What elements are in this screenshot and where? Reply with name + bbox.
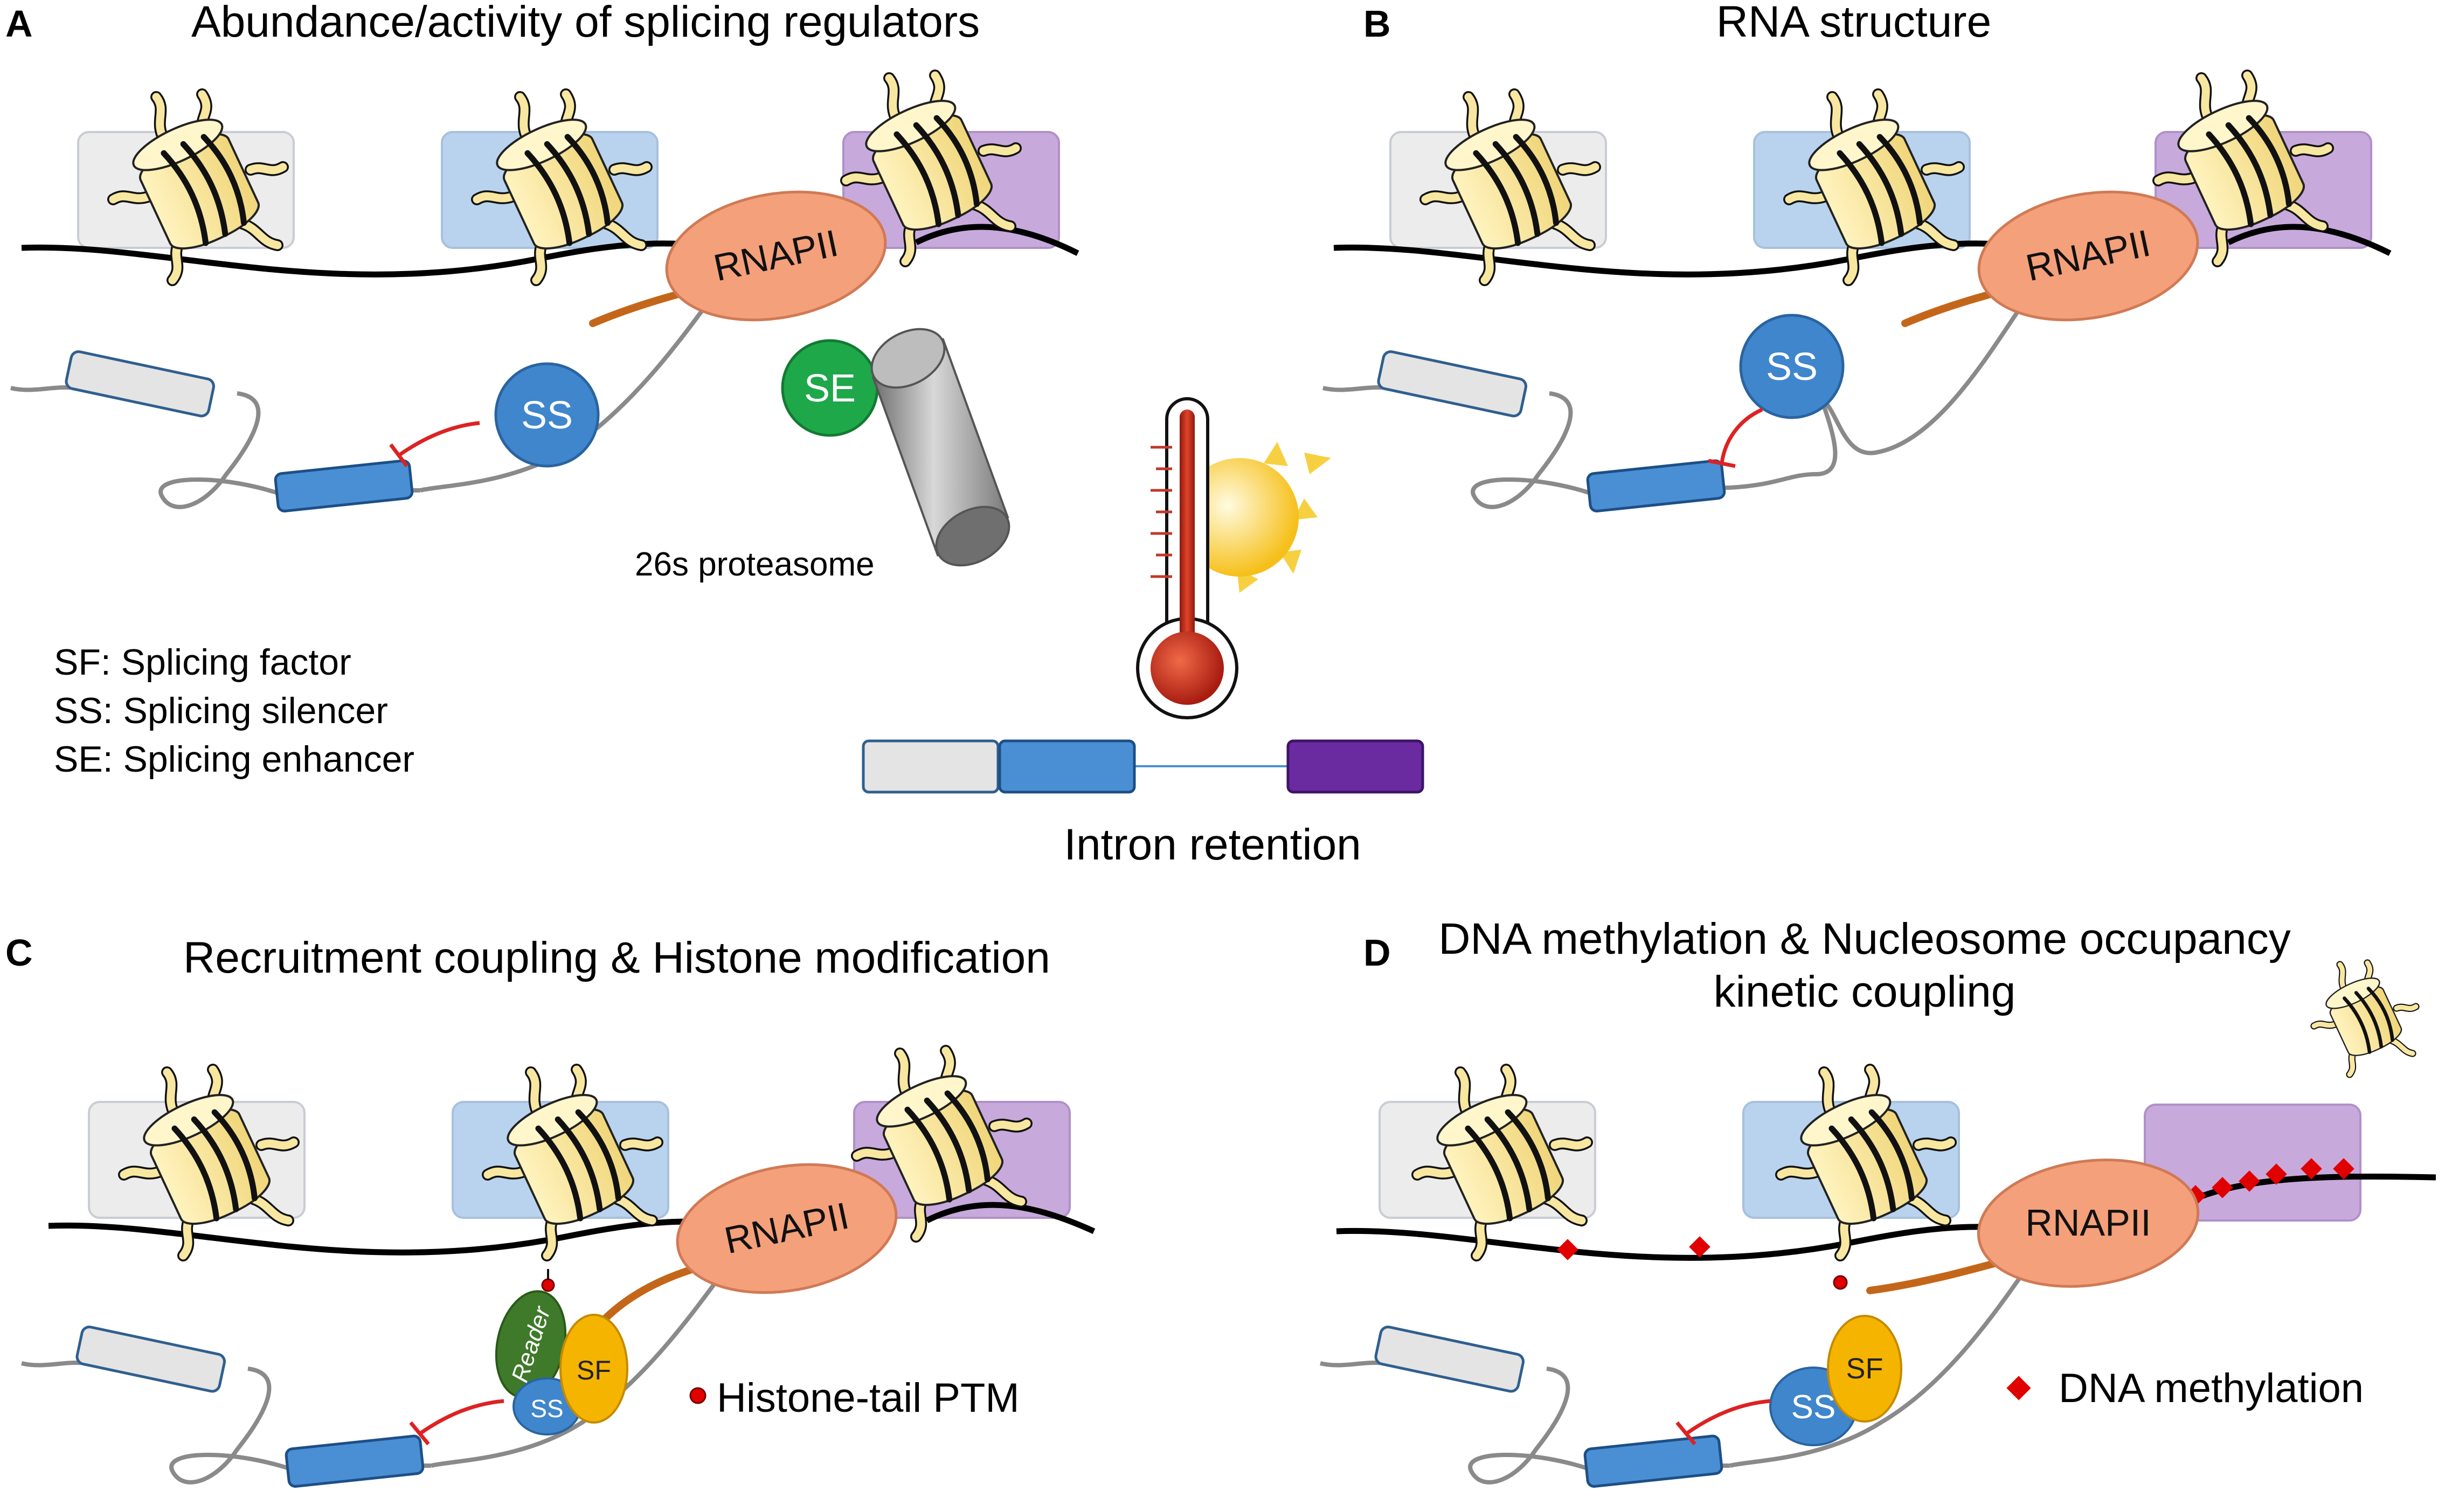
ss-label: SS [521, 394, 573, 437]
dna-methylation-marks [1557, 1158, 2354, 1260]
rnapii-label: RNAPII [2025, 1202, 2151, 1244]
temperature-center: Intron retention [862, 397, 1424, 869]
panel-c-title: Recruitment coupling & Histone modificat… [183, 933, 1050, 982]
intron-retention-label: Intron retention [1064, 820, 1361, 869]
intron-retention-transcript [862, 739, 1424, 794]
histone-ptm-mark [541, 1278, 555, 1292]
histone-ptm-label: Histone-tail PTM [717, 1375, 1020, 1421]
splicing-silencer [1739, 314, 1845, 419]
methylation-legend-marker [2006, 1376, 2031, 1400]
ss-label: SS [1766, 345, 1818, 389]
rnapii [1977, 190, 2199, 322]
rnapii [1977, 1159, 2200, 1288]
panel-b-title: RNA structure [1716, 0, 1991, 46]
panel-d: D DNA methylation & Nucleosome occupancy… [1320, 914, 2436, 1487]
legend-sf: SF: Splicing factor [54, 642, 351, 683]
rna-strand [1729, 1259, 2034, 1468]
evicted-nucleosome [2314, 963, 2416, 1074]
panel-d-letter: D [1363, 932, 1391, 974]
se-label: SE [804, 367, 856, 410]
rnapii [676, 1163, 898, 1294]
rna-exon-gray [65, 350, 215, 418]
ss-label: SS [1791, 1389, 1836, 1426]
inhibition-arrow [397, 421, 480, 457]
dna-strand [48, 1218, 782, 1256]
panel-a-title: Abundance/activity of splicing regulator… [191, 0, 980, 46]
splicing-factor [1827, 1315, 1902, 1423]
dna-strand [21, 240, 756, 278]
rna-exon-blue [1587, 460, 1725, 512]
sf-label: SF [1846, 1353, 1883, 1385]
panel-b-letter: B [1363, 3, 1391, 45]
rna-exon-blue [275, 460, 413, 512]
panel-d-title-line2: kinetic coupling [1714, 967, 2016, 1016]
inhibition-arrow [1685, 1399, 1771, 1435]
ptm-legend-dot [689, 1387, 706, 1404]
inhibition-arrow [419, 1399, 504, 1435]
thermometer-icon [1136, 397, 1238, 719]
sf-label: SF [577, 1355, 611, 1385]
rna-exon-gray [75, 1326, 226, 1393]
panel-c-letter: C [5, 932, 33, 974]
panel-a-letter: A [5, 3, 33, 45]
rna-exon-gray [1374, 1326, 1525, 1393]
rna-exon-blue [1584, 1435, 1722, 1487]
dna-methylation-label: DNA methylation [2059, 1365, 2364, 1411]
panel-d-title-line1: DNA methylation & Nucleosome occupancy [1438, 914, 2291, 963]
legend-se: SE: Splicing enhancer [54, 739, 414, 780]
rnapii [665, 190, 887, 322]
legend-ss: SS: Splicing silencer [54, 690, 388, 731]
dna-strand [1333, 240, 2068, 278]
splicing-factor [559, 1314, 628, 1424]
proteasome-label: 26s proteasome [635, 546, 875, 583]
panel-a: A Abundance/activity of splicing regulat… [5, 0, 1079, 780]
panel-b: B RNA structure RNAPII SS [1322, 0, 2392, 512]
sun-icon [1180, 442, 1331, 593]
rna-stem-loop [1729, 289, 2034, 490]
rna-exon-blue [286, 1435, 424, 1487]
ss-label: SS [530, 1395, 563, 1423]
histone-ptm-mark [1833, 1275, 1848, 1290]
inhibition-arrow [1720, 407, 1763, 464]
panel-c: C Recruitment coupling & Histone modific… [5, 932, 1096, 1487]
splicing-silencer [494, 362, 600, 468]
rna-exon-gray [1377, 350, 1527, 418]
proteasome-icon [870, 328, 1010, 567]
dna-strand-right [915, 224, 1079, 256]
